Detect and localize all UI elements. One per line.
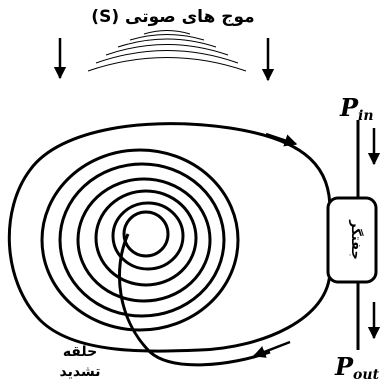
coupler-box [326,196,378,284]
coil-crossover [117,233,271,367]
sound-wave-arc-6 [87,57,247,72]
outer-loop-top [7,122,332,353]
loop-arrows [252,132,298,358]
coil-turn-4 [94,189,198,287]
wave-arrows [53,38,275,82]
sound-wave-arc-2 [129,34,205,41]
sound-wave-arc-1 [143,30,191,35]
coil-turn-5 [111,201,185,271]
coil-turn-1 [40,148,240,332]
output-label: Pout [334,352,380,383]
loop-label-line2: تشدید [60,364,101,380]
outer-loop-bottom [199,269,332,352]
loop-label-line1: حلقه [63,344,97,360]
input-label: Pin [339,93,374,124]
coil-turn-6 [122,210,170,258]
sound-wave-arc-3 [117,38,217,48]
sound-wave-label: موج های صوتی (S) [91,7,254,27]
coupler-label: جفتگر [348,219,364,260]
sound-wave-arcs [87,30,247,72]
sound-wave-arc-5 [95,50,239,64]
coil-turn-3 [76,177,212,303]
coil-turn-2 [58,162,226,318]
resonator-loop [7,122,332,353]
spiral-coil [40,148,271,367]
loop-arrow-bottom [252,340,291,358]
loop-arrow-top [265,132,298,147]
sound-wave-arc-4 [105,44,229,56]
